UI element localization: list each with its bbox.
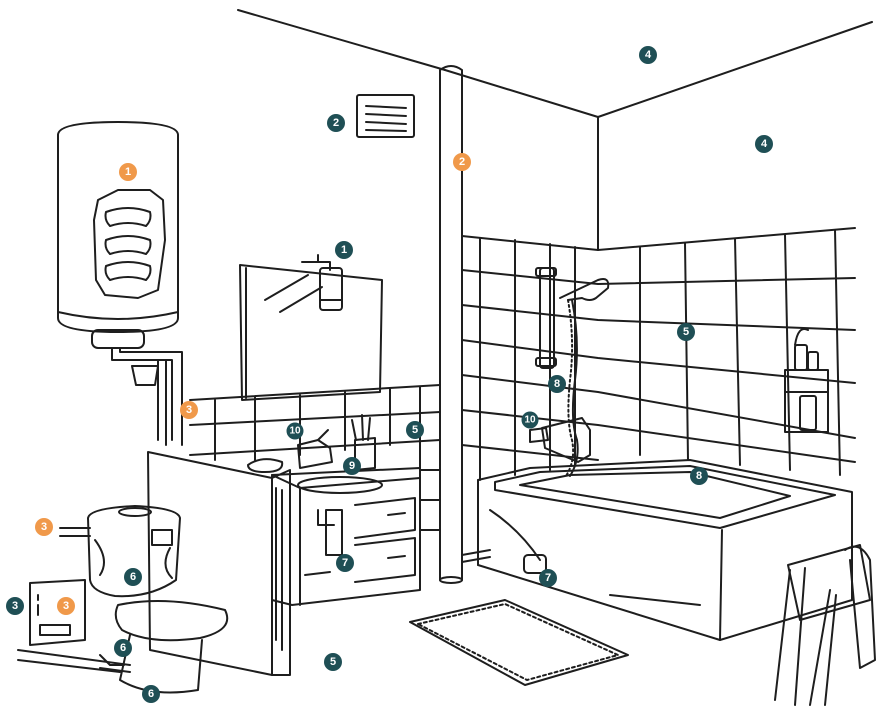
bath-mat (409, 599, 629, 686)
marker-sink: 9 (343, 457, 361, 475)
shower (529, 267, 610, 477)
marker-sink-drain: 7 (336, 554, 354, 572)
marker-bath-drain: 7 (539, 569, 557, 587)
marker-right-wall: 4 (755, 135, 773, 153)
ceiling-lines (237, 9, 873, 251)
marker-water-heater: 1 (119, 163, 137, 181)
wall-panel (29, 579, 86, 646)
shower-caddy (784, 328, 829, 433)
marker-panel-valve: 3 (57, 597, 75, 615)
floor-lines (17, 649, 131, 673)
marker-water-heater-pipe: 3 (180, 401, 198, 419)
partition-wall (147, 451, 291, 676)
marker-backsplash-tiles: 5 (406, 421, 424, 439)
marker-pipe: 2 (453, 153, 471, 171)
marker-toilet-valve: 3 (35, 518, 53, 536)
towel-rack (774, 544, 876, 706)
marker-wall-tiles: 5 (677, 323, 695, 341)
marker-ceiling: 4 (639, 46, 657, 64)
backsplash-tiles (189, 384, 441, 531)
marker-wall-panel: 3 (6, 597, 24, 615)
marker-floor: 5 (324, 653, 342, 671)
marker-toilet-base: 6 (114, 639, 132, 657)
marker-bath-faucet: 10 (521, 411, 539, 429)
vertical-pipe (439, 65, 463, 584)
wall-vent (356, 94, 415, 138)
water-heater (57, 121, 183, 446)
bathtub (461, 459, 853, 641)
marker-toilet-floor: 6 (142, 685, 160, 703)
marker-sink-faucet: 10 (286, 422, 304, 440)
marker-vent: 2 (327, 114, 345, 132)
soap-dispenser (301, 254, 343, 311)
marker-shower-hose: 8 (548, 375, 566, 393)
bath-wall-tiles (461, 227, 856, 481)
mirror (239, 264, 383, 401)
marker-bathtub: 8 (690, 467, 708, 485)
marker-toilet-tank: 6 (124, 568, 142, 586)
marker-soap-dispenser: 1 (335, 241, 353, 259)
